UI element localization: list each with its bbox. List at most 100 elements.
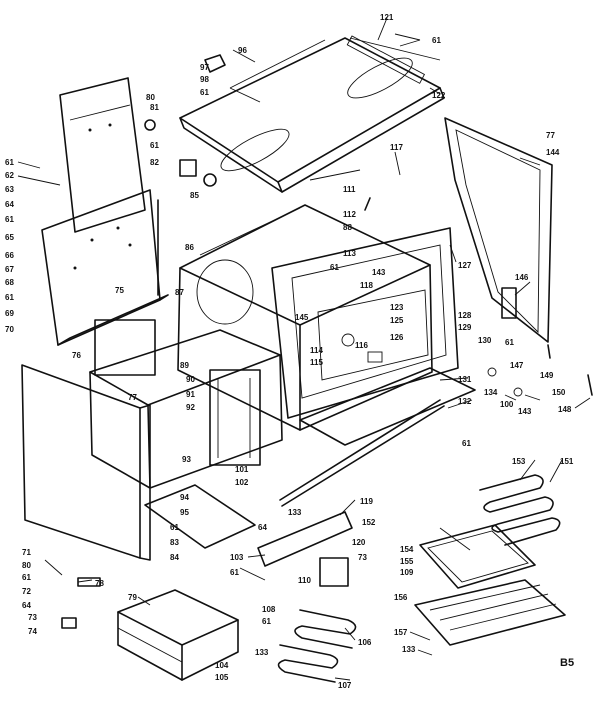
broil-element [479,474,561,546]
label-78: 78 [95,579,104,588]
label-104: 104 [215,661,229,670]
label-93: 93 [182,455,191,464]
label-67: 67 [5,265,14,274]
label-152: 152 [362,518,376,527]
label-102: 102 [235,478,249,487]
part-labels: 121 61 97 96 98 61 122 80 81 61 82 77 14… [5,13,574,690]
label-103: 103 [230,553,244,562]
label-149: 149 [540,371,554,380]
label-98: 98 [200,75,209,84]
storage-drawer [117,589,239,681]
label-154: 154 [400,545,414,554]
floor-plate [144,484,256,549]
label-126: 126 [390,333,404,342]
control-channel [257,511,353,587]
label-63: 63 [5,185,14,194]
label-64: 64 [5,200,14,209]
label-105: 105 [215,673,229,682]
label-155: 155 [400,557,414,566]
label-69: 69 [5,309,14,318]
label-153: 153 [512,457,526,466]
label-79: 79 [128,593,137,602]
label-133: 133 [288,508,302,517]
label-143: 143 [372,268,386,277]
label-107: 107 [338,681,352,690]
label-114: 114 [310,346,323,355]
label-71: 71 [22,548,31,557]
label-144: 144 [546,148,560,157]
inner-door-frame [271,227,459,419]
label-89: 89 [180,361,189,370]
label-90: 90 [186,375,195,384]
burner-box [89,319,283,489]
label-80: 80 [146,93,155,102]
label-64: 64 [258,523,267,532]
label-81: 81 [150,103,159,112]
label-65: 65 [5,233,14,242]
label-87: 87 [175,288,184,297]
label-157: 157 [394,628,408,637]
label-131: 131 [458,375,472,384]
label-100: 100 [500,400,514,409]
label-61: 61 [5,293,14,302]
label-118: 118 [360,281,373,290]
label-121: 121 [380,13,394,22]
label-130: 130 [478,336,492,345]
label-92: 92 [186,403,195,412]
label-113: 113 [343,249,356,258]
label-147: 147 [510,361,524,370]
label-75: 75 [115,286,124,295]
label-150: 150 [552,388,566,397]
label-61: 61 [432,36,441,45]
label-111: 111 [343,185,356,194]
label-110: 110 [298,576,311,585]
label-128: 128 [458,311,472,320]
left-upper-panel [59,77,146,233]
label-61: 61 [462,439,471,448]
bottom-panel [279,367,476,507]
label-74: 74 [28,627,37,636]
label-62: 62 [5,171,14,180]
label-61: 61 [505,338,514,347]
label-101: 101 [235,465,249,474]
right-side-frame [444,117,553,343]
label-76: 76 [72,351,81,360]
left-side-panel [41,189,169,346]
label-115: 115 [310,358,323,367]
oven-rack [414,579,566,646]
label-145: 145 [295,313,309,322]
label-96: 96 [238,46,247,55]
top-panel [179,35,445,193]
label-132: 132 [458,397,472,406]
label-146: 146 [515,273,529,282]
label-68: 68 [5,278,14,287]
label-106: 106 [358,638,372,647]
label-84: 84 [170,553,179,562]
label-85: 85 [190,191,199,200]
label-61: 61 [150,141,159,150]
bake-element [277,609,357,683]
label-73: 73 [358,553,367,562]
label-72: 72 [22,587,31,596]
label-109: 109 [400,568,414,577]
label-61: 61 [5,158,14,167]
label-127: 127 [458,261,472,270]
label-61: 61 [330,263,339,272]
label-129: 129 [458,323,472,332]
label-119: 119 [360,497,373,506]
label-64: 64 [22,601,31,610]
label-88: 88 [343,223,352,232]
label-116: 116 [355,341,368,350]
label-73: 73 [28,613,37,622]
label-133: 133 [255,648,269,657]
label-61: 61 [200,88,209,97]
label-122: 122 [432,91,446,100]
leader-lines [17,17,591,681]
label-61: 61 [230,568,239,577]
broiler-pan [419,524,536,589]
label-61: 61 [170,523,179,532]
label-125: 125 [390,316,404,325]
label-133: 133 [402,645,416,654]
